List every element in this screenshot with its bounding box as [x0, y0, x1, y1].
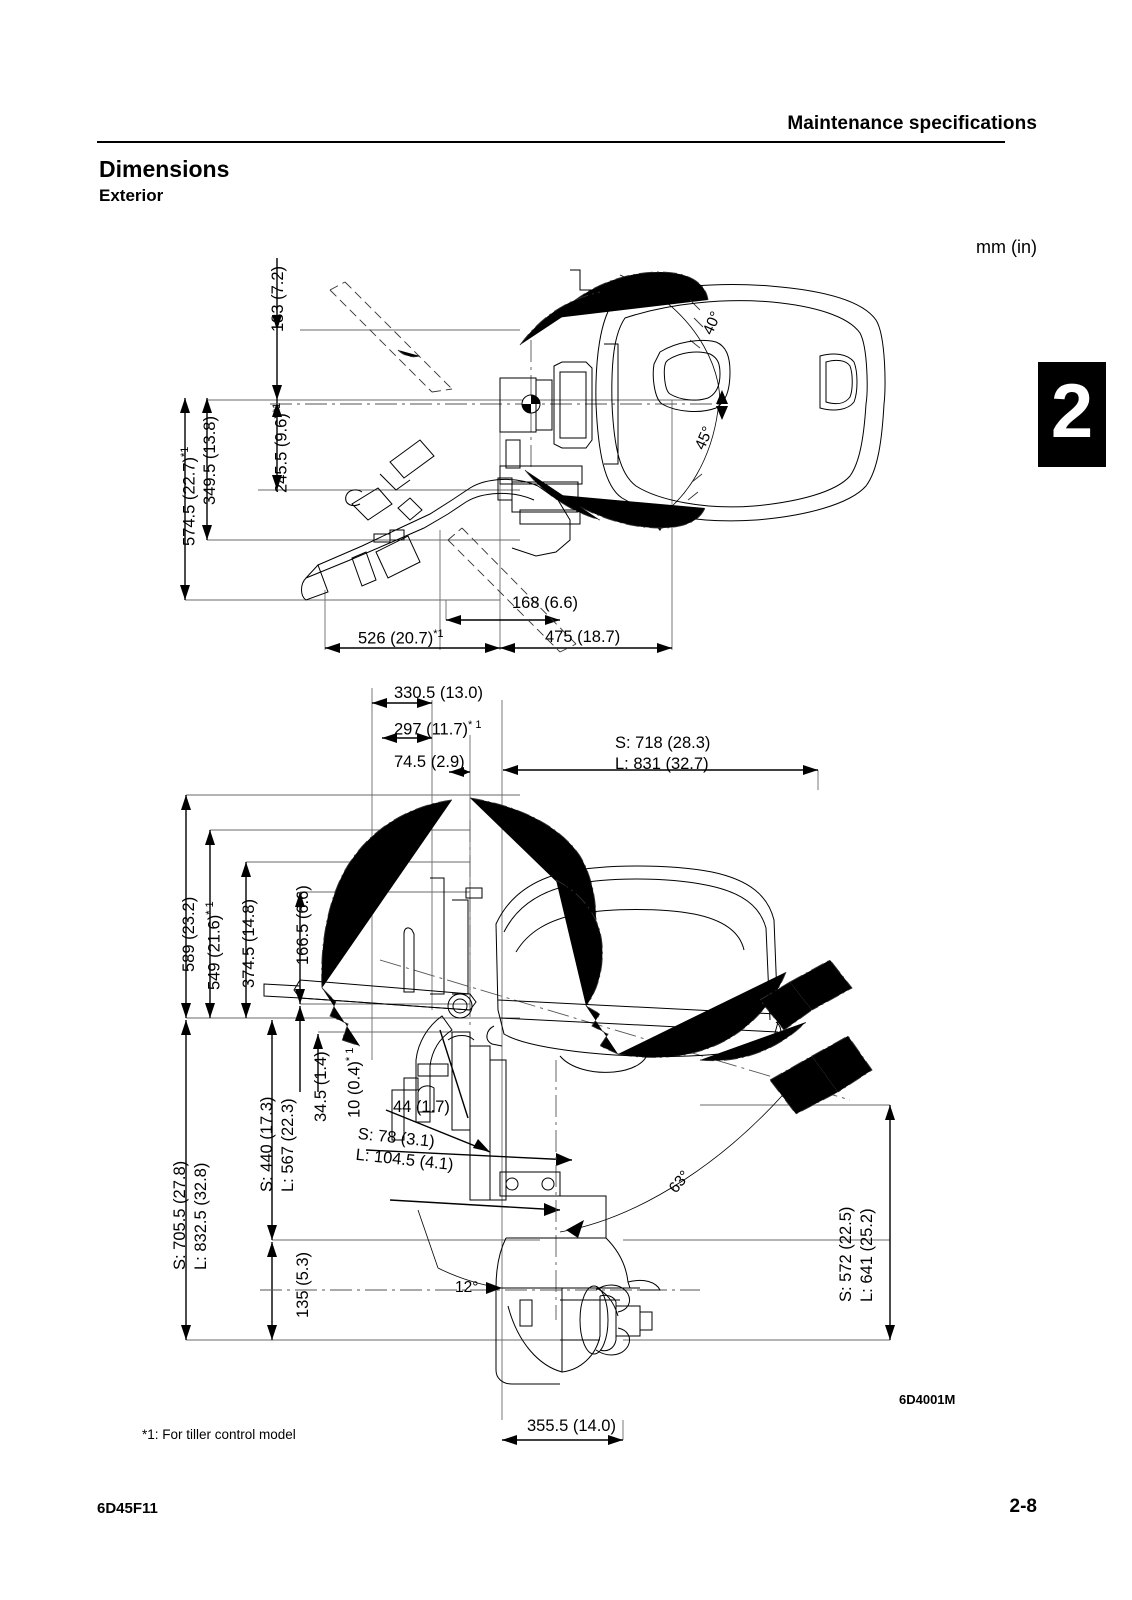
dim-label-44: 44 (1.7): [393, 1098, 450, 1116]
units-label: mm (in): [976, 237, 1037, 257]
angle-label-12: 12°: [455, 1279, 479, 1296]
dim-label-34-5: 34.5 (1.4): [312, 1051, 330, 1122]
dim-label-589: 589 (23.2): [180, 896, 198, 972]
clamp-bracket-top: [497, 377, 583, 525]
dim-arrow-349-5: [202, 398, 212, 540]
dim-arrow-transom-height: [885, 1105, 895, 1340]
dim-arrow-245-5: [272, 400, 282, 490]
figure-id: 6D4001M: [899, 1392, 956, 1407]
dim-label-330-5: 330.5 (13.0): [394, 684, 483, 702]
dim-arrow-297: [382, 733, 432, 743]
dim-label-overall-height: S: 705.5 (27.8) L: 832.5 (32.8): [171, 1160, 211, 1270]
dim-arrow-475: [500, 643, 672, 653]
dim-arrow-shaft-height: [267, 1020, 277, 1240]
dim-arrow-10: [313, 1034, 323, 1092]
dim-arrow-overall-height: [181, 1020, 191, 1340]
dim-arrow-526: [325, 643, 500, 653]
footnote: *1: For tiller control model: [142, 1427, 296, 1442]
drive-shaft-housing: [495, 1195, 661, 1385]
dim-arrow-374-5: [241, 862, 251, 1018]
dim-label-166-5: 166.5 (6.6): [294, 885, 312, 965]
dim-arrow-574-5: [180, 398, 190, 600]
dim-label-475: 475 (18.7): [545, 628, 621, 646]
dim-arrow-135: [267, 1242, 277, 1340]
cowling-top-outline: [595, 284, 886, 522]
dim-label-355-5: 355.5 (14.0): [527, 1417, 616, 1435]
gearcase-propeller: [560, 1284, 653, 1373]
dim-label-526: 526 (20.7)*1: [358, 628, 444, 648]
cowling-side-outline: [486, 865, 782, 1073]
tilt-arc: [559, 1074, 801, 1233]
dim-label-74-5: 74.5 (2.9): [394, 753, 465, 771]
page-subtitle: Exterior: [99, 186, 164, 205]
page-number: 2-8: [1009, 1496, 1037, 1517]
dim-label-168: 168 (6.6): [512, 594, 579, 612]
dim-label-135: 135 (5.3): [294, 1251, 312, 1318]
leader-lower-offset: [389, 1199, 561, 1216]
tiller-handle-top: [301, 439, 571, 601]
tilted-position-outline: [321, 797, 873, 1115]
dim-label-549: 549 (21.6)* 1: [204, 901, 224, 990]
dim-label-297: 297 (11.7)* 1: [394, 719, 482, 739]
dim-arrow-549: [205, 830, 215, 1018]
clamp-bracket-side: [391, 993, 561, 1201]
dim-arrow-355-5: [502, 1435, 623, 1445]
top-handle-outline: [535, 269, 619, 465]
leader-44: [385, 1109, 491, 1153]
dim-label-374-5: 374.5 (14.8): [240, 899, 258, 988]
dim-arrow-183: [272, 258, 282, 400]
header-rule: [97, 141, 1005, 143]
dim-arrow-34-5: [295, 1006, 305, 1092]
page-title: Dimensions: [99, 156, 230, 182]
document-code: 6D45F11: [97, 1500, 158, 1517]
dim-label-transom-height: S: 572 (22.5) L: 641 (25.2): [837, 1206, 877, 1302]
dim-label-10: 10 (0.4)* 1: [344, 1047, 364, 1118]
dim-label-shaft-height: S: 440 (17.3) L: 567 (22.3): [258, 1096, 298, 1192]
carry-handle: [263, 979, 477, 1011]
leader-mount-offset: [365, 1149, 573, 1166]
dim-arrow-overall-length: [503, 765, 818, 775]
dim-arrow-330-5: [372, 698, 432, 708]
dim-arrow-74-5: [449, 767, 470, 777]
section-title: Maintenance specifications: [787, 113, 1037, 134]
dim-arrow-589: [181, 795, 191, 1018]
leader-tilt-axis: [439, 1029, 469, 1119]
dim-label-overall-length: S: 718 (28.3) L: 831 (32.7): [615, 734, 711, 774]
tiller-swung-outline: [329, 281, 577, 653]
chapter-tab: 2: [1038, 362, 1106, 467]
